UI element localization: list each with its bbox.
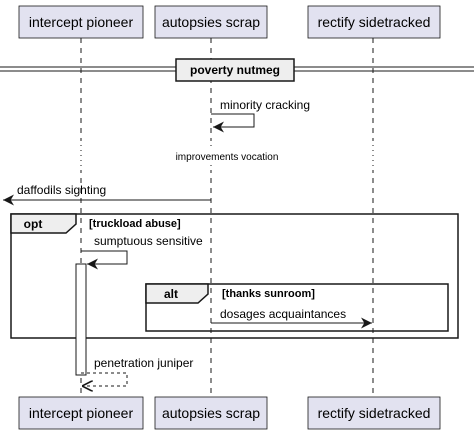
message-minority-cracking: minority cracking	[211, 98, 310, 133]
participant-intercept-pioneer-bottom: intercept pioneer	[18, 396, 144, 430]
participant-autopsies-scrap-bottom: autopsies scrap	[154, 396, 268, 430]
message-label: sumptuous sensitive	[94, 234, 203, 248]
fragment-guard: [thanks sunroom]	[222, 288, 315, 300]
participant-label: intercept pioneer	[29, 405, 134, 421]
message-sumptuous-sensitive: sumptuous sensitive	[81, 234, 203, 270]
participant-rectify-sidetracked-top: rectify sidetracked	[307, 5, 441, 39]
section-divider: poverty nutmeg	[0, 58, 474, 82]
participant-label: autopsies scrap	[162, 14, 260, 30]
participant-label: rectify sidetracked	[318, 14, 431, 30]
message-label: daffodils sighting	[17, 183, 106, 197]
participant-rectify-sidetracked-bottom: rectify sidetracked	[307, 396, 441, 430]
participant-label: intercept pioneer	[29, 14, 134, 30]
participant-intercept-pioneer-top: intercept pioneer	[18, 5, 144, 39]
fragment-keyword: opt	[24, 217, 43, 231]
message-daffodils-sighting: daffodils sighting	[3, 183, 211, 206]
participant-label: rectify sidetracked	[318, 405, 431, 421]
message-dosages-acquaintances: dosages acquaintances	[211, 307, 372, 329]
fragment-opt: opt [truckload abuse]	[10, 213, 459, 339]
participant-autopsies-scrap-top: autopsies scrap	[154, 5, 268, 39]
message-penetration-juniper: penetration juniper	[81, 356, 193, 386]
fragment-keyword: alt	[164, 287, 178, 301]
message-label: minority cracking	[220, 98, 310, 112]
message-label: penetration juniper	[94, 356, 193, 370]
fragment-guard: [truckload abuse]	[89, 218, 181, 230]
delay-label: improvements vocation	[176, 152, 279, 163]
participant-label: autopsies scrap	[162, 405, 260, 421]
divider-label: poverty nutmeg	[190, 63, 280, 77]
delay: improvements vocation	[0, 140, 474, 170]
fragment-alt: alt [thanks sunroom]	[145, 283, 449, 332]
activation-bar	[75, 263, 87, 376]
message-label: dosages acquaintances	[220, 307, 346, 321]
